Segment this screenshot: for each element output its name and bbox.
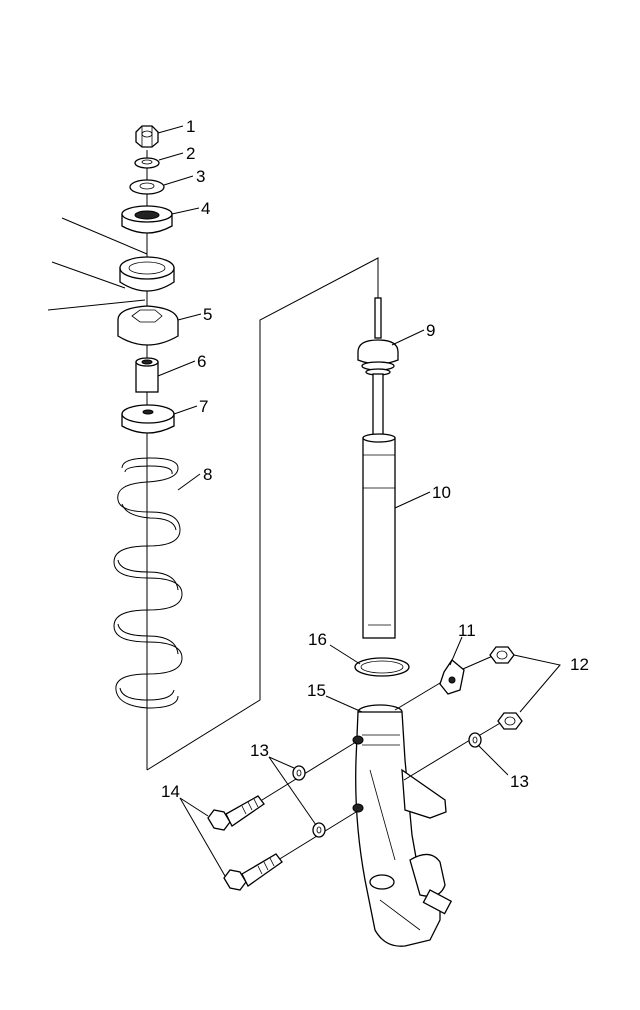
assembly-line-13r — [403, 739, 471, 781]
part-2-washer — [134, 157, 160, 169]
part-13-washer-upper-left — [292, 765, 306, 781]
assembly-line-12b — [479, 721, 503, 736]
callout-5: 5 — [203, 305, 212, 324]
part-5-bump-stop — [117, 305, 179, 346]
leader-line-b — [51, 261, 126, 289]
callout-12: 12 — [570, 655, 589, 674]
callout-16: 16 — [308, 630, 327, 649]
part-8-coil-spring — [113, 457, 183, 709]
callout-2: 2 — [186, 144, 195, 163]
part-4-mount — [121, 205, 173, 234]
leader-line-c — [47, 299, 146, 311]
part-13-washer-right — [468, 732, 482, 748]
callout-11: 11 — [458, 621, 476, 640]
callout-leaders — [157, 125, 561, 877]
part-6-bushing — [135, 357, 159, 393]
part-14-bolt-upper — [207, 795, 265, 831]
upper-mount-dish — [119, 256, 175, 292]
part-12-nut-upper — [489, 646, 515, 664]
part-7-spring-seat — [121, 404, 175, 434]
part-9-rod-top — [357, 297, 399, 376]
part-15-knuckle-housing — [352, 704, 453, 947]
part-12-nut-lower — [497, 712, 523, 730]
callout-9: 9 — [426, 321, 435, 340]
part-13-washer-lower-left — [312, 822, 326, 838]
callout-13-right: 13 — [510, 772, 529, 791]
callout-6: 6 — [197, 352, 206, 371]
callout-15: 15 — [307, 681, 326, 700]
callout-10: 10 — [432, 483, 451, 502]
assembly-line-bolt-upper — [261, 741, 357, 801]
callout-13-left: 13 — [250, 741, 269, 760]
assembly-path-line — [146, 257, 379, 771]
part-3-washer — [129, 179, 165, 195]
callout-14: 14 — [161, 782, 180, 801]
callout-3: 3 — [196, 167, 205, 186]
callout-8: 8 — [203, 465, 212, 484]
assembly-line-11 — [394, 679, 446, 711]
part-16-ring — [354, 657, 410, 677]
part-11-clip — [439, 659, 465, 695]
part-14-bolt-lower — [223, 853, 283, 891]
callout-7: 7 — [199, 397, 208, 416]
callout-4: 4 — [201, 199, 210, 218]
callout-1: 1 — [186, 117, 195, 136]
part-1-nut — [135, 125, 159, 148]
part-10-shock-body — [362, 373, 396, 639]
leader-line-a — [61, 217, 148, 255]
